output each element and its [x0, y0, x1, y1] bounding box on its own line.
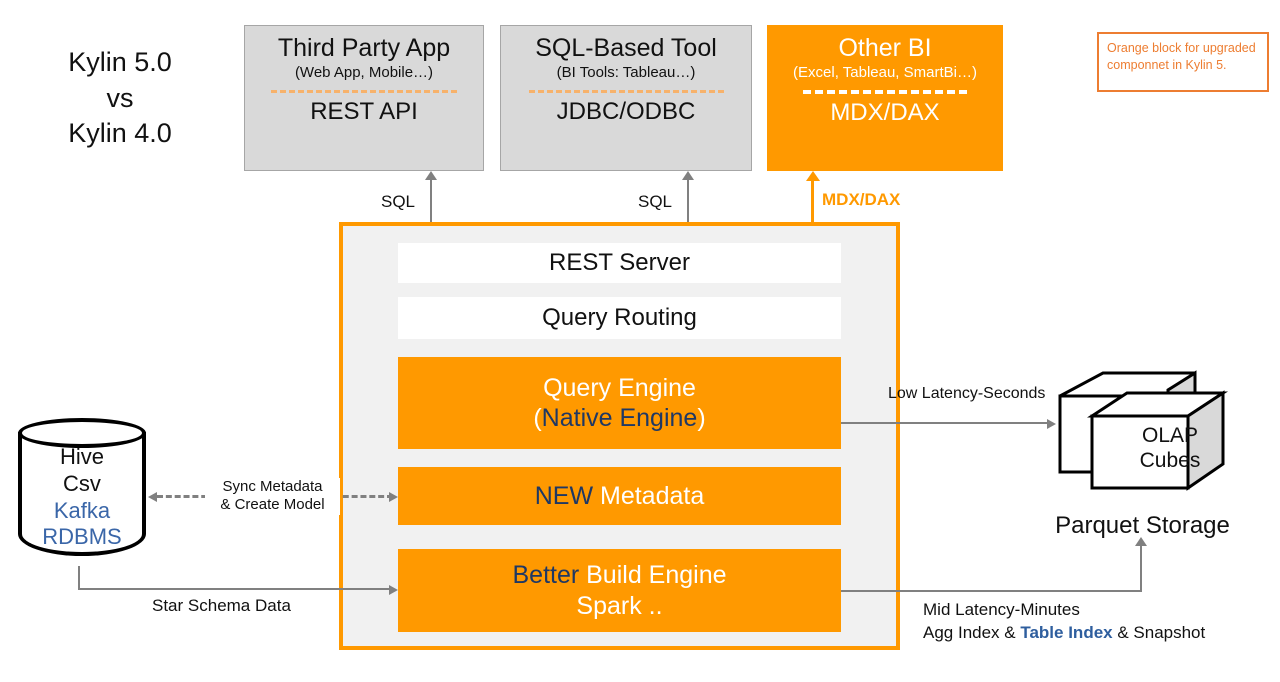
arrow-up-head-mid-latency [1135, 537, 1147, 546]
cylinder-top-ellipse [18, 418, 146, 448]
legend-box: Orange block for upgraded componnet in K… [1097, 32, 1269, 92]
dashed-divider [803, 90, 967, 95]
sync-label-line-2: & Create Model [220, 496, 325, 514]
cylinder-labels: Hive Csv Kafka RDBMS [18, 444, 146, 551]
build-engine-text: Build Engine [579, 561, 727, 589]
client-subtitle: (BI Tools: Tableau…) [556, 64, 696, 81]
connector-line-star-schema-horizontal [78, 588, 393, 590]
cube-label-line-2: Cubes [1139, 449, 1201, 473]
connector-label-sync-metadata: Sync Metadata & Create Model [205, 478, 340, 515]
stack-box-rest-server[interactable]: REST Server [398, 243, 841, 283]
connector-label-sql-mid: SQL [638, 192, 673, 211]
legend-text: Orange block for upgraded componnet in K… [1107, 41, 1256, 72]
sync-label-line-1: Sync Metadata [222, 478, 323, 495]
dashed-divider [528, 90, 724, 94]
parquet-storage-caption: Parquet Storage [1055, 512, 1230, 539]
mid-latency-line-2: Agg Index & Table Index & Snapshot [923, 621, 1205, 644]
connector-line-star-schema-vertical [78, 566, 80, 590]
stack-label-line-2: (Native Engine) [533, 403, 705, 434]
title-line-2: vs [106, 82, 134, 113]
client-title: Third Party App [277, 34, 451, 62]
stack-label: REST Server [549, 249, 690, 276]
paren-close: ) [697, 404, 706, 432]
arrow-right-head-sync-metadata [389, 492, 398, 502]
highlight-better: Better [512, 561, 580, 589]
stack-label-line-1: Query Engine [543, 373, 696, 402]
page-title: Kylin 5.0 vs Kylin 4.0 [20, 45, 220, 152]
cylinder-body [18, 432, 146, 556]
arrow-right-head-star-schema [389, 585, 398, 595]
stack-label-line-1: Better Build Engine [512, 560, 726, 591]
highlight-native-engine: Native Engine [541, 404, 698, 432]
paren-open: ( [533, 404, 542, 432]
stack-box-build-engine[interactable]: Better Build Engine Spark .. [398, 549, 841, 632]
stack-label-line-2: Spark .. [576, 591, 663, 620]
stack-box-metadata[interactable]: NEW Metadata [398, 467, 841, 525]
arrow-right-head-low-latency [1047, 419, 1056, 429]
client-title: SQL-Based Tool [535, 34, 717, 62]
arrow-up-head-mdx [806, 171, 820, 181]
title-line-1: Kylin 5.0 [68, 47, 172, 77]
olap-cubes-graphic: OLAP Cubes [1055, 368, 1230, 513]
mid-latency-pre: Agg Index & [923, 623, 1021, 643]
client-box-other-bi[interactable]: Other BI (Excel, Tableau, SmartBi…) MDX/… [767, 25, 1003, 171]
connector-label-star-schema: Star Schema Data [152, 596, 291, 615]
cube-label: OLAP Cubes [1120, 423, 1220, 473]
source-item-rdbms: RDBMS [42, 524, 122, 550]
connector-line-sql-mid [687, 180, 689, 232]
source-item-hive: Hive [59, 444, 104, 469]
mid-latency-line-1: Mid Latency-Minutes [923, 600, 1080, 619]
client-protocol: REST API [310, 98, 418, 126]
mid-latency-post: & Snapshot [1112, 623, 1206, 643]
data-source-cylinder: Hive Csv Kafka RDBMS [18, 418, 146, 570]
cube-label-line-1: OLAP [1141, 424, 1199, 447]
highlight-new: NEW [534, 481, 594, 510]
client-title: Other BI [838, 34, 932, 62]
client-subtitle: (Excel, Tableau, SmartBi…) [793, 64, 977, 81]
connector-line-low-latency [841, 422, 1051, 424]
connector-label-low-latency: Low Latency-Seconds [888, 385, 1046, 402]
connector-line-mid-latency-vertical [1140, 546, 1142, 591]
connector-label-sql-left: SQL [381, 192, 416, 211]
cube-back-svg [1058, 370, 1229, 491]
client-box-third-party-app[interactable]: Third Party App (Web App, Mobile…) REST … [244, 25, 484, 171]
connector-label-mdx-dax: MDX/DAX [822, 190, 901, 209]
source-item-csv: Csv [63, 470, 101, 496]
stack-box-query-engine[interactable]: Query Engine (Native Engine) [398, 357, 841, 449]
client-protocol: MDX/DAX [830, 99, 940, 127]
client-protocol: JDBC/ODBC [556, 98, 696, 126]
connector-line-mid-latency-horizontal [841, 590, 1142, 592]
title-line-3: Kylin 4.0 [68, 118, 172, 149]
arrow-up-head-sql-left [425, 171, 437, 180]
stack-label: Query Routing [542, 304, 697, 331]
connector-line-mdx [811, 180, 814, 232]
highlight-table-index: Table Index [1020, 623, 1113, 643]
client-box-sql-based-tool[interactable]: SQL-Based Tool (BI Tools: Tableau…) JDBC… [500, 25, 752, 171]
arrow-left-head-sync-metadata [148, 492, 157, 502]
stack-box-query-routing[interactable]: Query Routing [398, 297, 841, 339]
connector-line-sql-left [430, 180, 432, 232]
source-item-kafka: Kafka [53, 497, 111, 523]
stack-label: NEW Metadata [535, 481, 705, 512]
connector-label-mid-latency: Mid Latency-Minutes Agg Index & Table In… [923, 598, 1205, 644]
metadata-text: Metadata [593, 481, 705, 510]
dashed-divider [271, 90, 457, 94]
arrow-up-head-sql-mid [682, 171, 694, 180]
client-subtitle: (Web App, Mobile…) [294, 64, 434, 81]
